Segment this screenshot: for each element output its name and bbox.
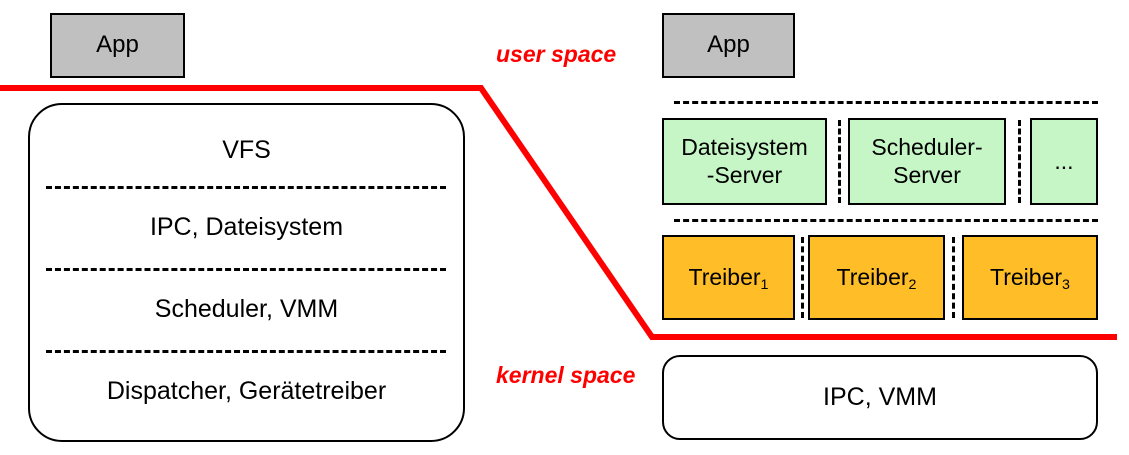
driver-box-2: Treiber2 [808,235,945,320]
driver-label: Treiber2 [836,263,917,294]
monolithic-divider-3 [46,350,446,353]
driver-box-1: Treiber1 [662,235,795,320]
driver-label: Treiber1 [688,263,769,294]
microkernel-divider-middle [674,219,1098,222]
server-box-dateisystem: Dateisystem -Server [662,118,827,205]
driver-index: 2 [908,277,917,294]
monolithic-app-box: App [50,13,185,78]
driver-separator-2 [952,237,955,318]
monolithic-layer-label: IPC, Dateisystem [149,212,344,241]
monolithic-layer-vfs: VFS [28,120,465,180]
microkernel-core-label: IPC, VMM [823,382,937,411]
microkernel-core-box: IPC, VMM [662,355,1098,440]
monolithic-app-label: App [96,31,139,59]
monolithic-layer-ipc-dateisystem: IPC, Dateisystem [28,196,465,258]
server-separator-2 [1018,120,1021,203]
server-label-line1: Dateisystem [681,134,808,161]
driver-index: 1 [760,277,769,294]
microkernel-app-box: App [662,13,795,78]
monolithic-divider-2 [46,268,446,271]
monolithic-layer-dispatcher-geraetetreiber: Dispatcher, Gerätetreiber [28,360,465,422]
monolithic-divider-1 [46,186,446,189]
monolithic-layer-label: Scheduler, VMM [154,294,339,323]
driver-label: Treiber3 [990,263,1070,294]
monolithic-layer-scheduler-vmm: Scheduler, VMM [28,278,465,340]
user-space-label: user space [496,41,616,68]
server-box-scheduler: Scheduler- Server [848,118,1006,205]
kernel-space-text: kernel space [496,362,636,388]
user-space-text: user space [496,41,617,67]
server-box-more: ... [1030,118,1098,205]
driver-box-3: Treiber3 [962,235,1098,320]
driver-separator-1 [801,237,804,318]
server-label-line2: -Server [706,161,783,188]
server-label-line2: Server [893,161,961,188]
driver-name: Treiber [836,263,909,290]
server-label-line1: Scheduler- [871,134,983,161]
microkernel-divider-top [674,101,1098,104]
driver-name: Treiber [688,263,761,290]
driver-name: Treiber [990,263,1063,290]
driver-index: 3 [1062,277,1070,294]
kernel-space-label: kernel space [496,362,635,389]
monolithic-layer-label: VFS [222,135,271,164]
server-label-line1: ... [1054,147,1074,174]
monolithic-layer-label: Dispatcher, Gerätetreiber [106,376,387,405]
microkernel-app-label: App [707,31,750,59]
server-separator-1 [838,120,841,203]
